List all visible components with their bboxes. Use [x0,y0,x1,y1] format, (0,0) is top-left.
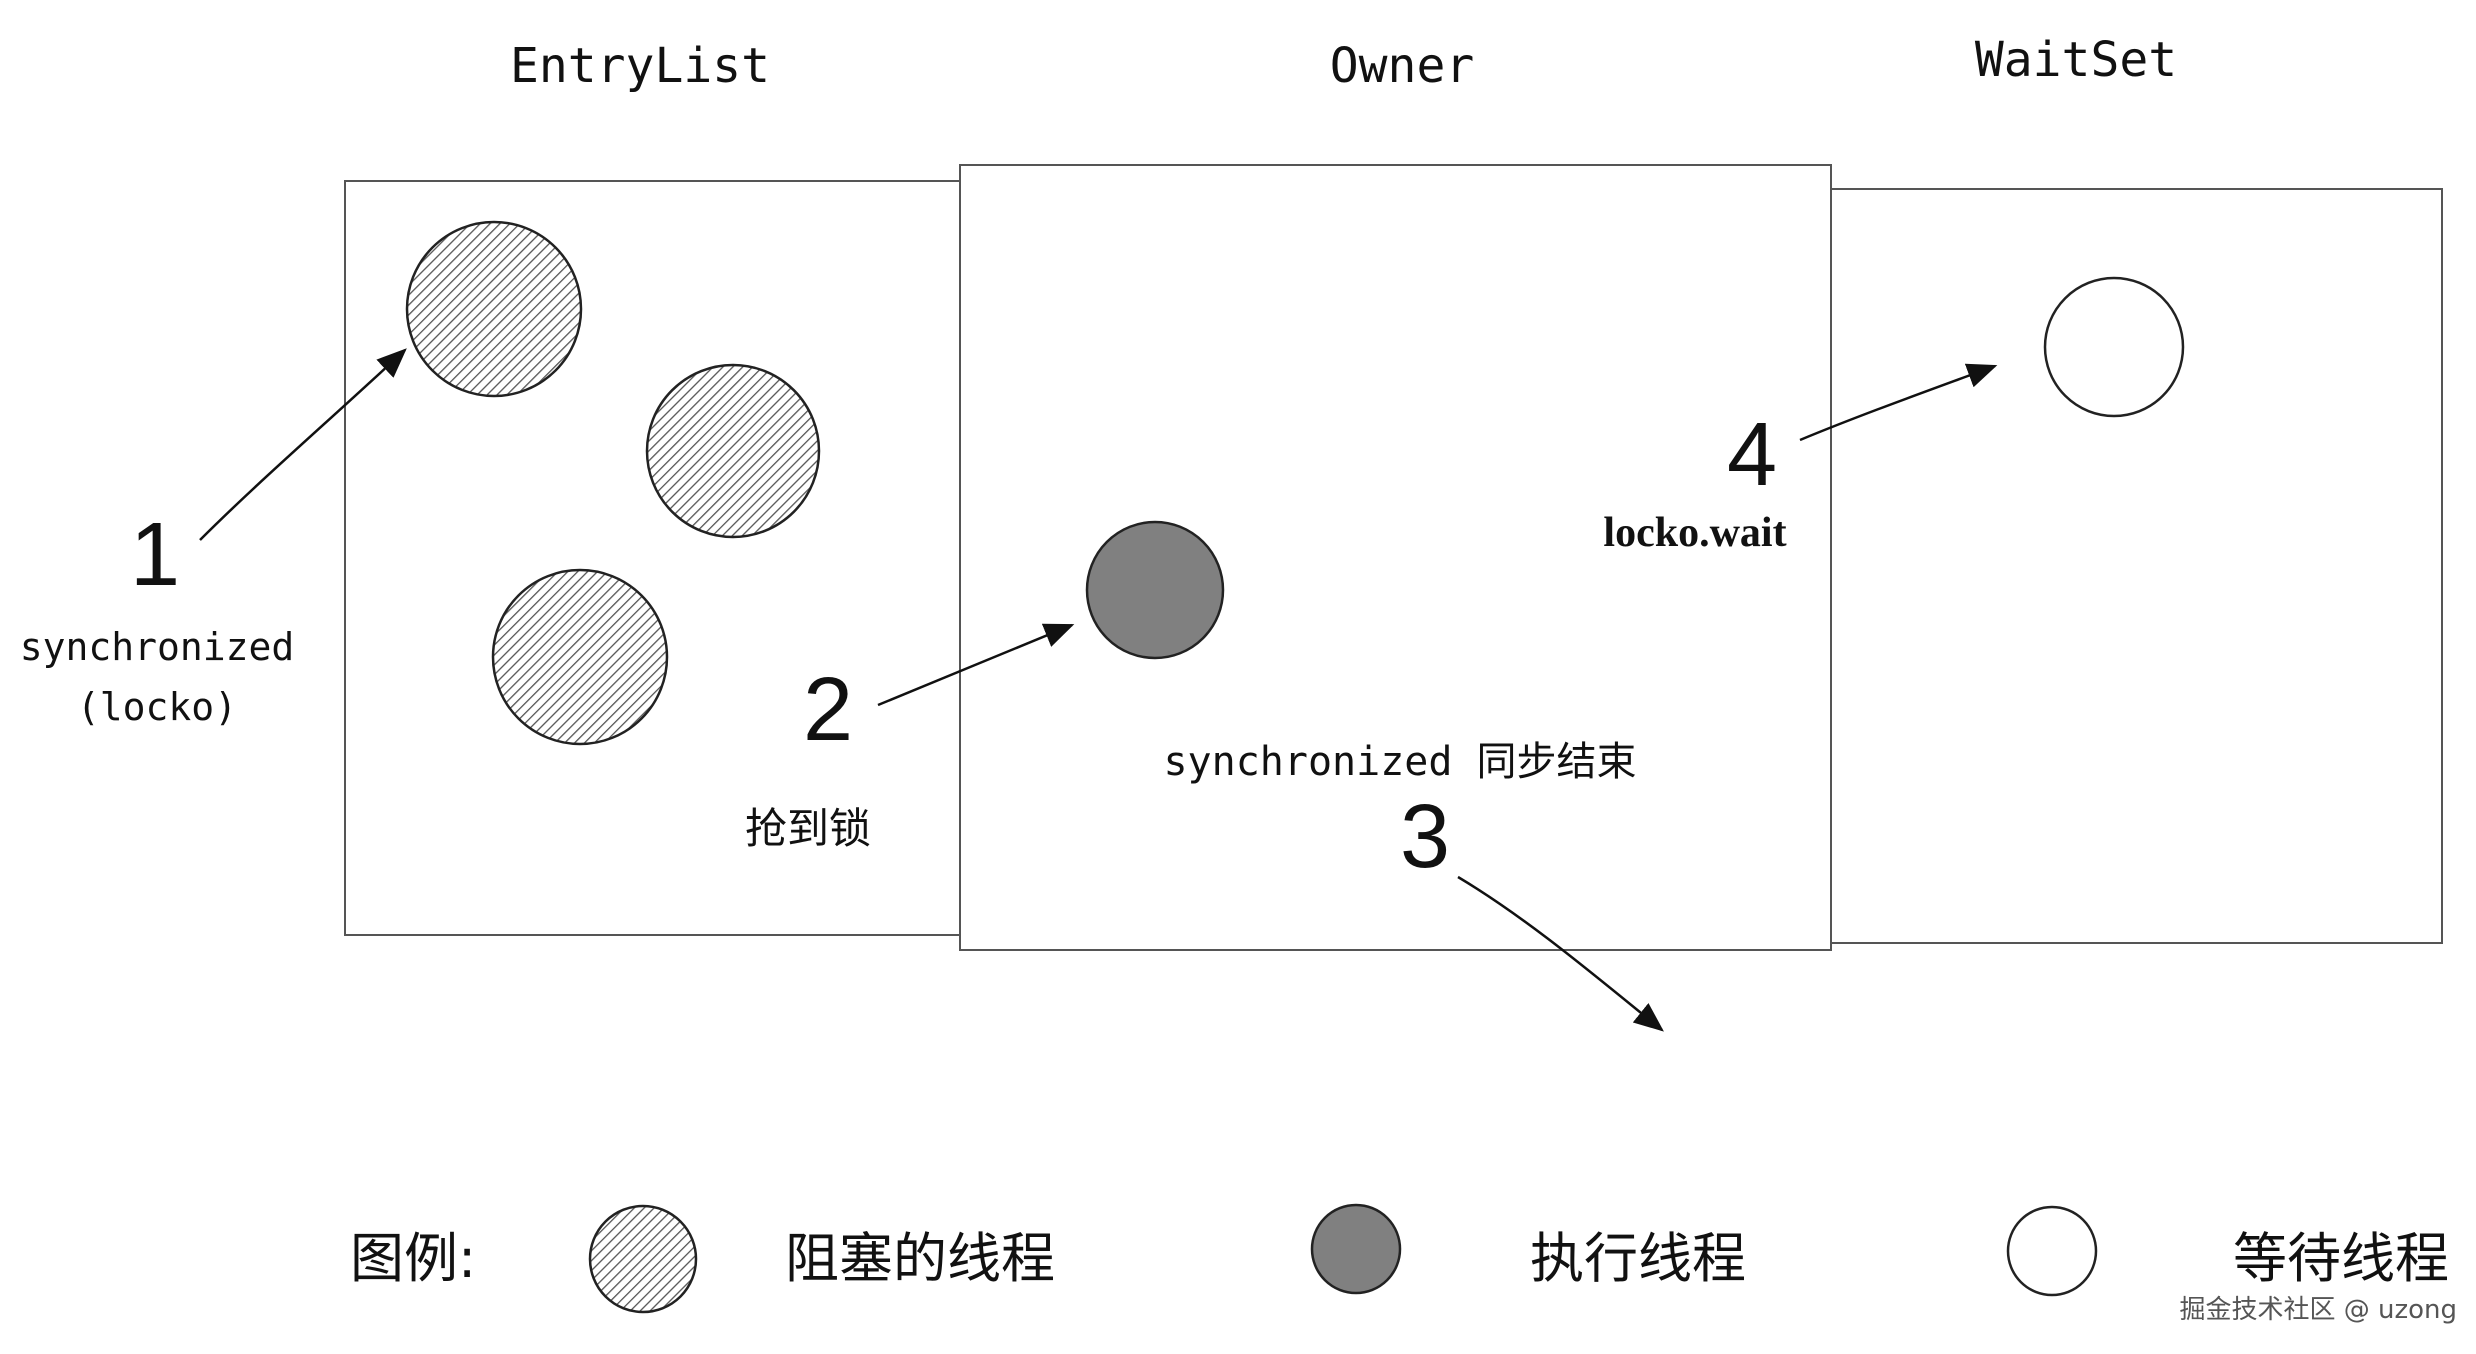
legend-blocked-swatch [588,1204,698,1314]
legend-waiting-swatch [2006,1205,2098,1297]
running-thread [1085,520,1225,660]
waiting-thread [2043,276,2185,418]
watermark: 掘金技术社区 @ uzong [2179,1295,2457,1325]
step-4-number: 4 [1727,405,1777,505]
wait-set-title: WaitSet [1975,32,2177,88]
blocked-thread [645,363,821,539]
legend-blocked-label: 阻塞的线程 [785,1227,1055,1290]
step-4-label: locko.wait [1603,510,1786,556]
owner-title: Owner [1330,38,1475,94]
blocked-thread [491,568,669,746]
owner-box [959,164,1832,951]
blocked-thread [405,220,583,398]
step-1-label-line1: synchronized [20,625,295,669]
legend-running-swatch [1310,1203,1402,1295]
step-2-label: 抢到锁 [745,804,871,853]
legend-running-label: 执行线程 [1530,1227,1746,1290]
step-1-number: 1 [130,505,180,605]
arrow-step-2 [877,623,1075,707]
legend-title: 图例: [350,1227,476,1290]
arrow-step-4 [1799,363,1998,442]
step-3-number: 3 [1400,787,1450,887]
step-1-label-line2: (locko) [77,685,237,729]
step-2-number: 2 [803,660,853,760]
entry-list-title: EntryList [510,38,770,94]
arrow-step-3 [1457,875,1664,1032]
legend-waiting-label: 等待线程 [2233,1227,2449,1290]
step-3-label: synchronized 同步结束 [1163,739,1636,785]
arrow-step-1 [199,348,407,541]
